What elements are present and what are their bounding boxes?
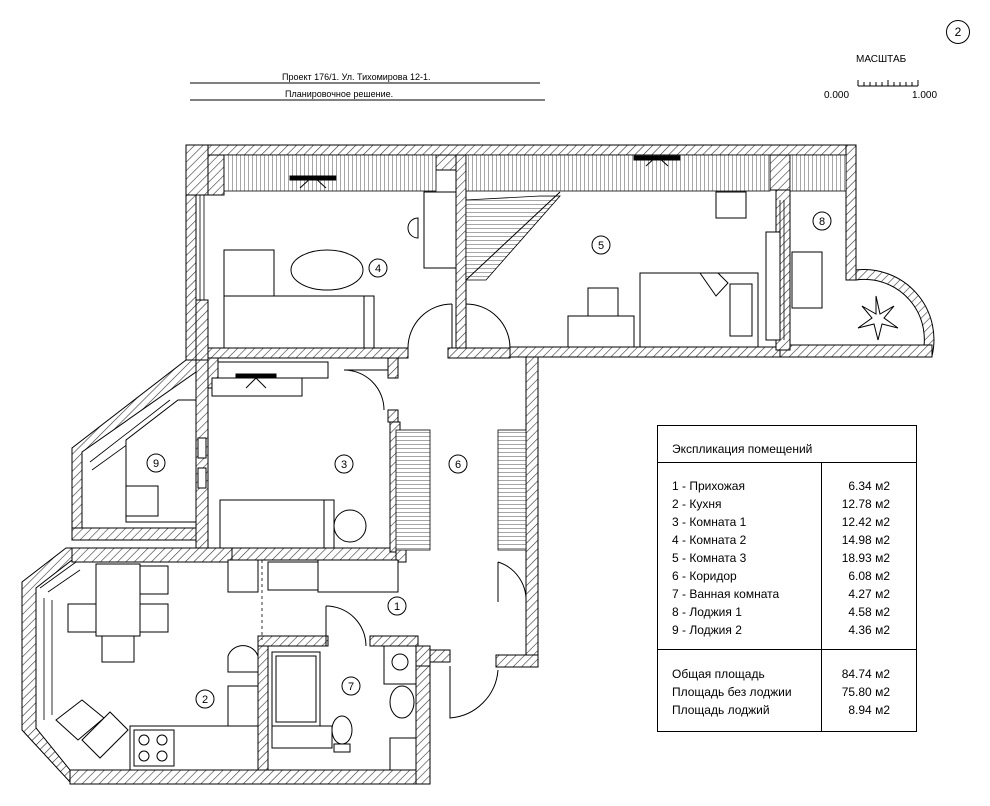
- table-row: 5 - Комната 3 18.93 м2: [672, 550, 908, 566]
- room-name: 2 - Кухня: [672, 497, 722, 511]
- table-row: 8 - Лоджия 1 4.58 м2: [672, 604, 908, 620]
- scale-title: МАСШТАБ: [856, 54, 907, 65]
- project-title: Проект 176/1. Ул. Тихомирова 12-1.: [282, 72, 431, 82]
- windows: [223, 154, 847, 192]
- room-name: 4 - Комната 2: [672, 533, 747, 547]
- room-marker-9: 9: [153, 458, 159, 470]
- room-area: 14.98 м2: [841, 533, 890, 547]
- window-strips: [39, 195, 785, 720]
- room-marker-5: 5: [598, 240, 604, 252]
- room-name: 3 - Комната 1: [672, 515, 747, 529]
- totals-row: Площадь без лоджии 75.80 м2: [672, 684, 908, 700]
- room-marker-3: 3: [341, 459, 347, 471]
- total-area: 8.94 м2: [848, 703, 890, 717]
- wardrobe-diagonal: [465, 195, 561, 281]
- room4-furniture: [223, 175, 457, 349]
- total-name: Общая площадь: [672, 667, 765, 681]
- room2-furniture: [55, 559, 399, 771]
- room-name: 7 - Ванная комната: [672, 587, 780, 601]
- column-divider: [821, 462, 822, 731]
- total-name: Площадь без лоджии: [672, 685, 792, 699]
- plan-subtitle: Планировочное решение.: [285, 89, 394, 99]
- wardrobe-right: [497, 429, 527, 551]
- room-marker-labels: 1 2 3 4 5 6 7 8 9: [153, 216, 825, 706]
- room9-furniture: [125, 399, 207, 523]
- room-marker-7: 7: [348, 681, 354, 693]
- room-marker-2: 2: [202, 694, 208, 706]
- room-markers: [146, 211, 832, 709]
- totals-row: Общая площадь 84.74 м2: [672, 666, 908, 682]
- table-row: 6 - Коридор 6.08 м2: [672, 568, 908, 584]
- room-area: 12.42 м2: [841, 515, 890, 529]
- walls: [21, 144, 935, 785]
- room-name: 9 - Лоджия 2: [672, 623, 742, 637]
- room-area: 4.36 м2: [848, 623, 890, 637]
- wardrobe-left: [395, 429, 431, 551]
- room-marker-1: 1: [394, 601, 400, 613]
- room8-furniture: [765, 231, 899, 341]
- explication-title: Экспликация помещений: [672, 442, 813, 456]
- table-row: 7 - Ванная комната 4.27 м2: [672, 586, 908, 602]
- table-row: 9 - Лоджия 2 4.36 м2: [672, 622, 908, 638]
- room3-furniture: [211, 361, 367, 549]
- sheet-number: 2: [946, 20, 970, 44]
- total-area: 84.74 м2: [841, 667, 890, 681]
- room-name: 1 - Прихожая: [672, 479, 745, 493]
- explication-header: Экспликация помещений: [658, 426, 916, 463]
- room5-furniture: [567, 155, 759, 348]
- scale-start: 0.000: [824, 90, 850, 101]
- room-area: 4.58 м2: [848, 605, 890, 619]
- room-marker-4: 4: [375, 263, 381, 275]
- doors: [325, 303, 527, 719]
- room-name: 8 - Лоджия 1: [672, 605, 742, 619]
- room-name: 6 - Коридор: [672, 569, 737, 583]
- table-row: 1 - Прихожая 6.34 м2: [672, 478, 908, 494]
- room-name: 5 - Комната 3: [672, 551, 747, 565]
- room-area: 4.27 м2: [848, 587, 890, 601]
- totals-divider: [658, 649, 916, 650]
- table-row: 3 - Комната 1 12.42 м2: [672, 514, 908, 530]
- totals-row: Площадь лоджий 8.94 м2: [672, 702, 908, 718]
- table-row: 2 - Кухня 12.78 м2: [672, 496, 908, 512]
- total-area: 75.80 м2: [841, 685, 890, 699]
- scale-end: 1.000: [912, 90, 938, 101]
- room-marker-6: 6: [455, 459, 461, 471]
- table-row: 4 - Комната 2 14.98 м2: [672, 532, 908, 548]
- total-name: Площадь лоджий: [672, 703, 770, 717]
- explication-table: Экспликация помещений 1 - Прихожая 6.34 м…: [657, 425, 917, 732]
- room-area: 6.08 м2: [848, 569, 890, 583]
- scale-bar: [857, 80, 919, 87]
- room-marker-8: 8: [819, 216, 825, 228]
- room-area: 18.93 м2: [841, 551, 890, 565]
- room7-fixtures: [271, 645, 417, 771]
- room-area: 6.34 м2: [848, 479, 890, 493]
- room-area: 12.78 м2: [841, 497, 890, 511]
